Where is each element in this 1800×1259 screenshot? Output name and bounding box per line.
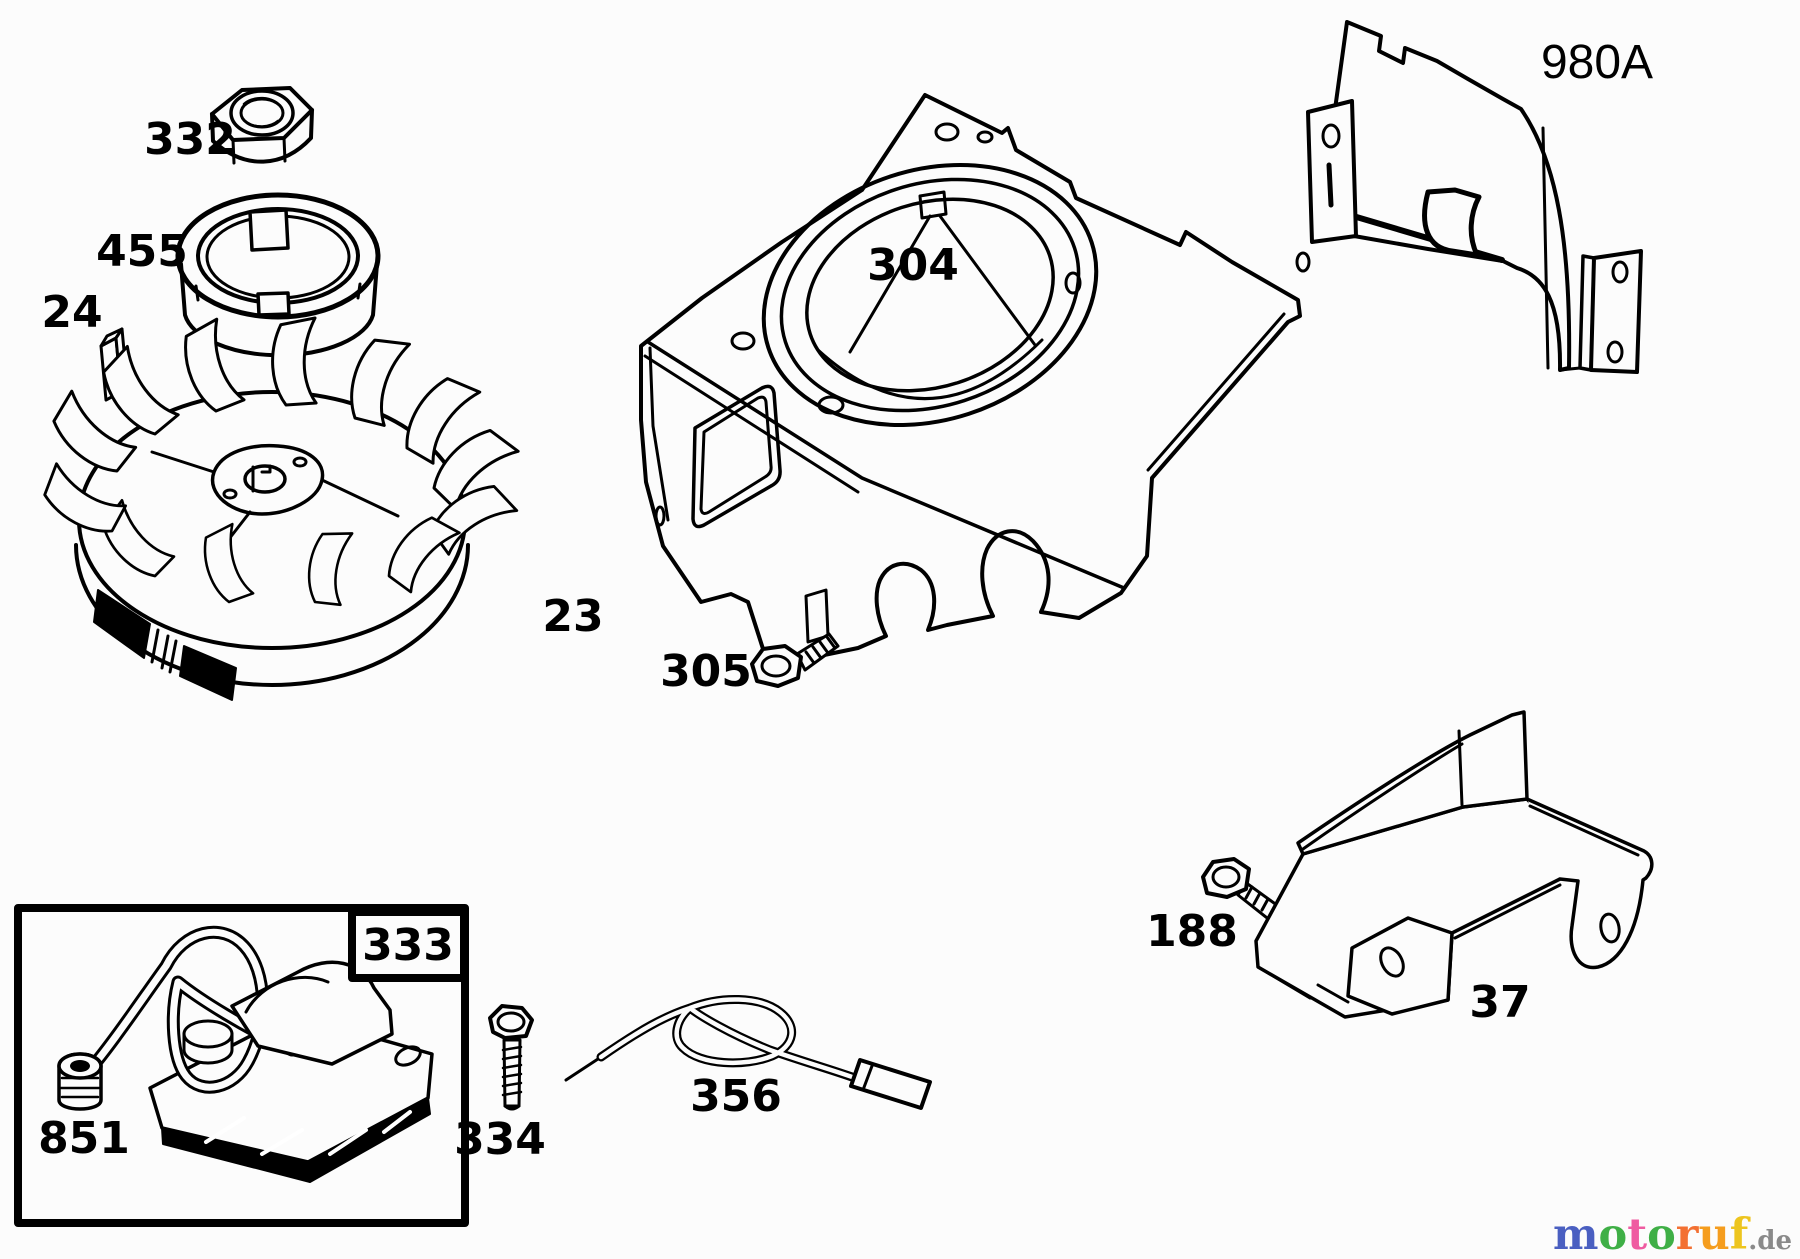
armature-screw-drawing	[488, 1004, 534, 1111]
terminal-drawing	[57, 1052, 103, 1111]
part-label-356: 356	[690, 1071, 782, 1122]
part-label-24: 24	[41, 287, 103, 338]
armature-drawing	[57, 925, 434, 1183]
diagram-code-label: 980A	[1540, 36, 1654, 89]
armature-box-group	[14, 904, 469, 1227]
wire-connector	[849, 1058, 932, 1110]
part-label-37: 37	[1469, 977, 1531, 1028]
stop-wire-drawing	[564, 995, 932, 1110]
armature-box-border	[14, 904, 469, 1227]
logo-letter: r	[1675, 1210, 1699, 1259]
logo-word: motoruf	[1553, 1210, 1748, 1259]
stop-switch-bracket-drawing	[1254, 710, 1654, 1019]
logo-letter: o	[1598, 1210, 1628, 1259]
part-label-305: 305	[660, 646, 752, 697]
logo-letter: m	[1553, 1210, 1599, 1259]
part-label-455: 455	[96, 226, 188, 277]
part-label-188: 188	[1146, 906, 1238, 957]
part-label-332: 332	[144, 114, 236, 165]
housing-screw-drawing	[750, 632, 840, 688]
part-label-23: 23	[542, 591, 604, 642]
part-label-304: 304	[867, 240, 959, 291]
flywheel-nut-drawing	[210, 86, 314, 165]
armature-label-box	[348, 908, 468, 982]
part-label-333: 333	[362, 920, 454, 971]
rear-shield-drawing	[1306, 20, 1643, 374]
part-label-851: 851	[38, 1113, 130, 1164]
motoruf-logo[interactable]: motoruf.de	[1553, 1214, 1792, 1257]
blower-housing-drawing	[639, 93, 1311, 662]
logo-suffix: .de	[1748, 1226, 1792, 1256]
part-label-334: 334	[454, 1114, 546, 1165]
flywheel-drawing	[33, 315, 523, 701]
logo-letter: u	[1698, 1210, 1730, 1259]
logo-letter: t	[1627, 1210, 1648, 1259]
logo-letter: f	[1729, 1210, 1749, 1259]
logo-letter: o	[1647, 1210, 1676, 1259]
